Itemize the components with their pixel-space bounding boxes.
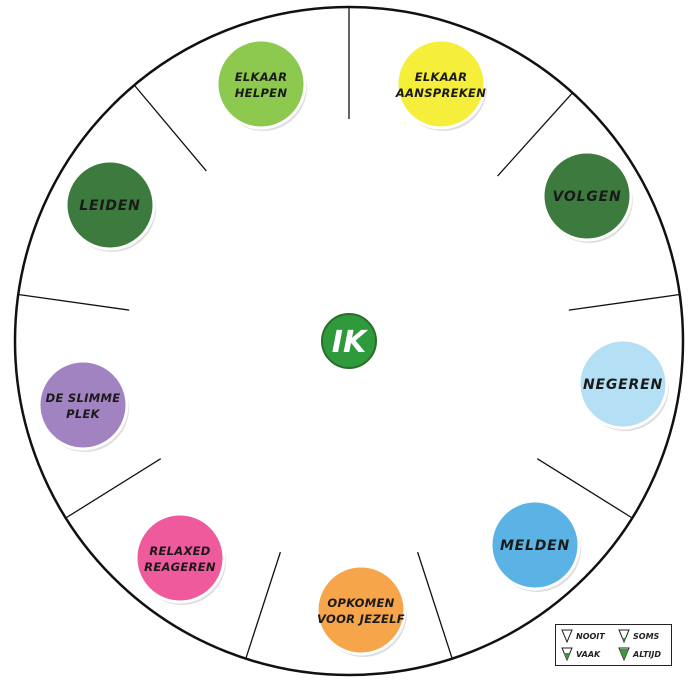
bubble-circle: [134, 512, 226, 604]
legend-label: SOMS: [633, 631, 660, 641]
bubble-circle: [64, 159, 156, 251]
bubble-label: VOOR JEZELF: [317, 612, 405, 626]
bubble-circle: [489, 499, 581, 591]
bubble-elkaar-aanspreken: ELKAAR AANSPREKEN: [395, 38, 487, 131]
legend-label: NOOIT: [576, 631, 605, 641]
bubble-circle: [395, 38, 487, 130]
bubble-label: LEIDEN: [79, 198, 140, 214]
legend-item-altijd: ALTIJD: [618, 647, 661, 661]
cone-vaak-icon: [561, 647, 573, 661]
outer-divider: [536, 458, 633, 519]
legend: NOOIT SOMS VAAK ALTIJD: [555, 624, 672, 666]
bubble-label: ELKAAR: [415, 70, 468, 84]
bubble-relaxed-reageren: RELAXED REAGEREN: [134, 512, 226, 605]
outer-divider: [133, 84, 207, 172]
bubble-negeren: NEGEREN: [577, 338, 669, 431]
center-circle: [321, 313, 377, 369]
outer-divider: [568, 293, 680, 311]
bubble-circle: [37, 359, 129, 451]
bubble-label: RELAXED: [149, 544, 210, 558]
bubble-label: PLEK: [66, 407, 101, 421]
outer-divider: [65, 458, 162, 519]
center-label: IK: [332, 325, 369, 360]
bubble-label: AANSPREKEN: [395, 86, 486, 100]
outer-divider: [18, 293, 130, 311]
bubble-label: NEGEREN: [583, 377, 663, 393]
bubble-label: REAGEREN: [144, 560, 216, 574]
bubble-label: OPKOMEN: [327, 596, 394, 610]
bubble-label: HELPEN: [235, 86, 288, 100]
cone-soms-icon: [618, 629, 630, 643]
cone-altijd-icon: [618, 647, 630, 661]
bubble-circle: [315, 564, 407, 656]
legend-item-vaak: VAAK: [561, 647, 600, 661]
bubble-de-slimme-plek: DE SLIMME PLEK: [37, 359, 129, 452]
bubble-melden: MELDEN: [489, 499, 581, 592]
bubble-volgen: VOLGEN: [541, 150, 633, 243]
bubbles-layer: ELKAAR HELPEN ELKAAR AANSPREKEN VOLGEN NEGERE…: [37, 38, 669, 657]
bubble-label: ELKAAR: [235, 70, 288, 84]
outer-divider: [245, 551, 282, 659]
outer-divider: [497, 92, 573, 177]
legend-item-soms: SOMS: [618, 629, 659, 643]
legend-item-nooit: NOOIT: [561, 629, 605, 643]
legend-label: VAAK: [576, 649, 601, 659]
bubble-leiden: LEIDEN: [64, 159, 156, 252]
cone-nooit-icon: [561, 629, 573, 643]
bubble-circle: [577, 338, 669, 430]
bubble-label: MELDEN: [500, 538, 570, 554]
bubble-circle: [215, 38, 307, 130]
bubble-opkomen-voor-jezelf: OPKOMEN VOOR JEZELF: [315, 564, 407, 657]
outer-divider: [416, 551, 453, 659]
legend-label: ALTIJD: [633, 649, 662, 659]
bubble-circle: [541, 150, 633, 242]
bubble-label: DE SLIMME: [46, 391, 121, 405]
bubble-label: VOLGEN: [553, 189, 622, 205]
bubble-elkaar-helpen: ELKAAR HELPEN: [215, 38, 307, 131]
center-badge: IK: [317, 309, 381, 373]
